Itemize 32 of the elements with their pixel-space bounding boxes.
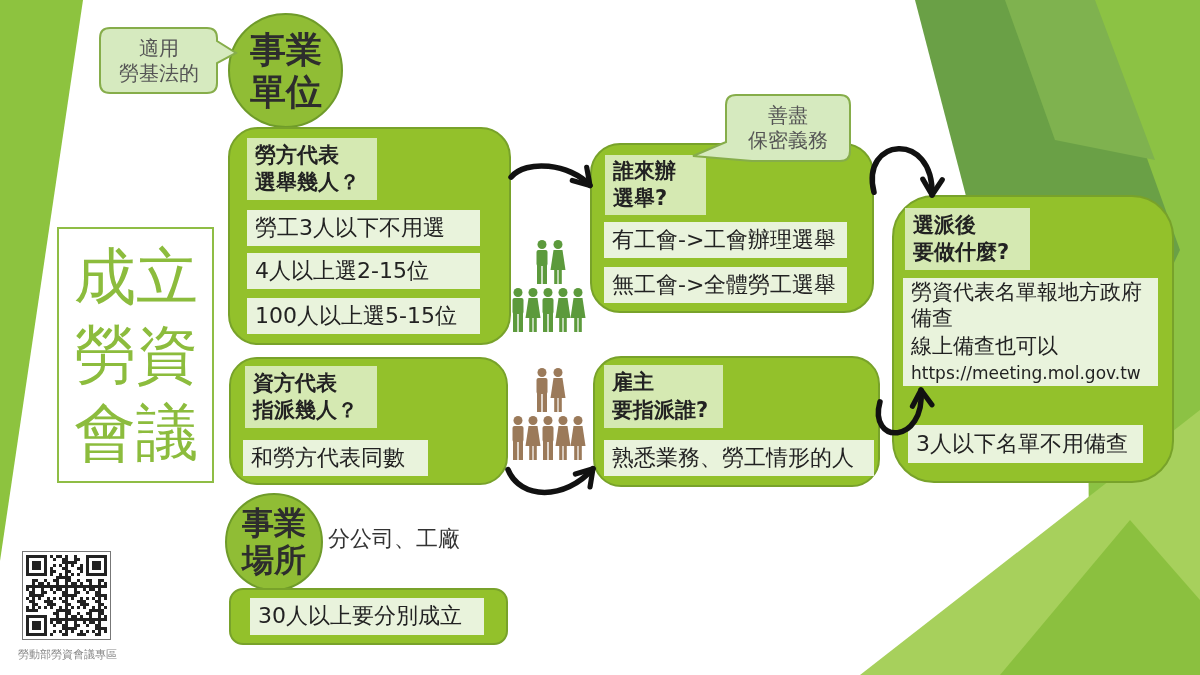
answer-label: 熟悉業務、勞工情形的人 xyxy=(604,440,874,476)
question-label: 選派後要做什麼? xyxy=(905,208,1030,270)
answer-label: 線上備查也可以 xyxy=(903,332,1158,359)
curved-arrow xyxy=(508,163,593,189)
question-label: 雇主要指派誰? xyxy=(604,365,723,428)
curved-arrow xyxy=(505,465,596,496)
answer-label: 有工會->工會辦理選舉 xyxy=(604,222,847,258)
rounded-box xyxy=(892,195,1174,483)
rounded-box xyxy=(229,357,508,485)
caption: 勞動部勞資會議專區 xyxy=(18,647,117,662)
answer-label: 勞資代表名單報地方政府備查 xyxy=(903,278,1158,332)
answer-label: 30人以上要分別成立 xyxy=(250,598,484,635)
curved-arrow xyxy=(869,145,944,198)
topic-circle: 事業單位 xyxy=(228,13,343,128)
url-label: https://meeting.mol.gov.tw xyxy=(903,359,1158,386)
title: 成立勞資會議 xyxy=(57,227,214,483)
answer-label: 3人以下名單不用備查 xyxy=(908,425,1143,463)
topic-circle: 事業場所 xyxy=(225,493,323,591)
question-label: 誰來辦選舉? xyxy=(605,155,706,215)
answer-label: 無工會->全體勞工選舉 xyxy=(604,267,847,303)
side-label: 分公司、工廠 xyxy=(328,525,460,553)
rounded-box xyxy=(229,588,508,645)
answer-label: 和勞方代表同數 xyxy=(243,440,428,476)
speech-bubble: 善盡保密義務 xyxy=(690,94,852,164)
answer-label: 100人以上選5-15位 xyxy=(247,298,480,334)
rounded-box xyxy=(228,127,511,345)
rounded-box xyxy=(593,356,880,487)
question-label: 勞方代表選舉幾人？ xyxy=(247,138,377,200)
question-label: 資方代表指派幾人？ xyxy=(245,366,377,428)
speech-bubble: 適用勞基法的 xyxy=(99,27,239,95)
answer-label: 4人以上選2-15位 xyxy=(247,253,480,289)
answer-label: 勞工3人以下不用選 xyxy=(247,210,480,246)
